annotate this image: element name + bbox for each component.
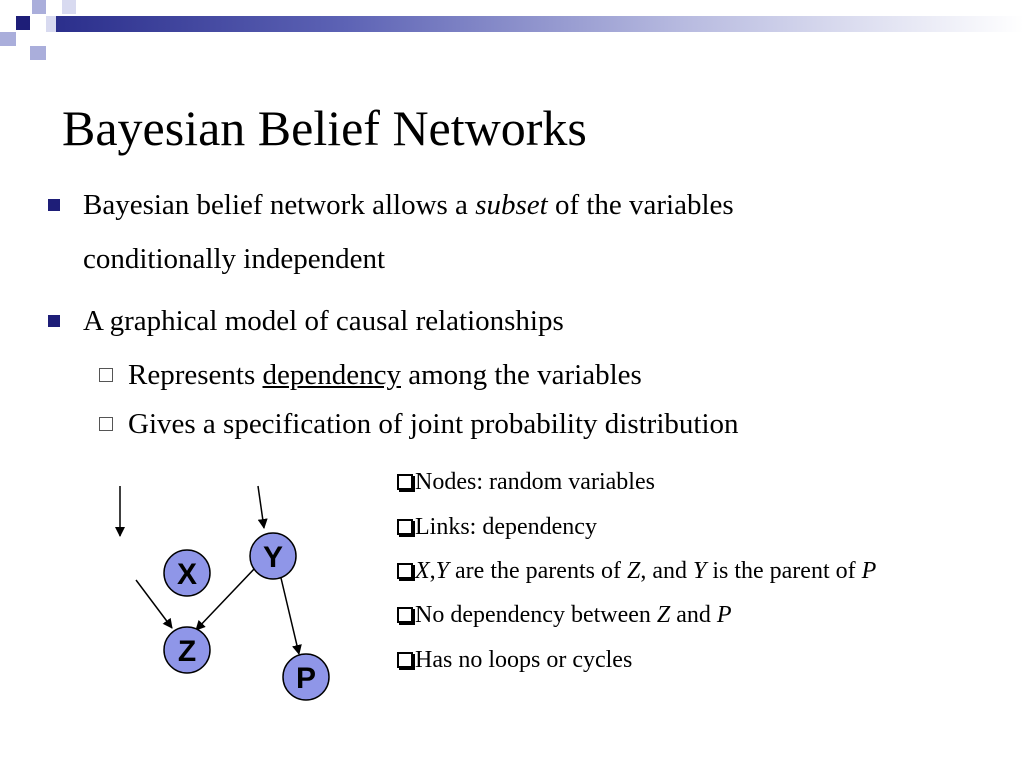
node-x: X <box>163 549 211 597</box>
note-text: and <box>670 602 717 628</box>
note-no-dependency: No dependency between Z and P <box>397 601 732 629</box>
sub-bullet-1-text-end: among the variables <box>401 359 642 391</box>
note-text: is the parent of <box>706 558 862 584</box>
note-no-loops-text: Has no loops or cycles <box>415 647 633 673</box>
node-x-label: X <box>177 558 197 591</box>
var-z: Z <box>656 602 671 628</box>
note-no-loops: Has no loops or cycles <box>397 646 632 674</box>
var-x: X <box>415 558 430 584</box>
sub-bullet-1-underlined: dependency <box>262 359 402 391</box>
var-z: Z <box>626 558 641 584</box>
checkbox-icon <box>397 652 413 668</box>
bayesian-network-diagram: X Y Z P <box>115 485 330 701</box>
sub-bullet-1-text: Represents <box>128 359 263 391</box>
header-square <box>32 0 46 14</box>
note-nodes-text: Nodes: random variables <box>415 469 655 495</box>
bullet-1-text: Bayesian belief network allows a <box>83 189 476 221</box>
sub-bullet-box-icon <box>99 368 113 382</box>
checkbox-icon <box>397 474 413 490</box>
edge-y-to-p <box>280 577 302 655</box>
node-p-label: P <box>296 662 316 695</box>
bullet-square-icon <box>46 195 64 213</box>
var-y: Y <box>435 558 450 584</box>
header-square <box>62 0 76 14</box>
node-y: Y <box>249 532 297 580</box>
bullet-2-text: A graphical model of causal relationship… <box>83 305 564 337</box>
edge-incoming-y <box>257 485 268 529</box>
slide-title: Bayesian Belief Networks <box>62 100 587 156</box>
var-p: P <box>861 558 877 584</box>
checkbox-icon <box>397 563 413 579</box>
checkbox-icon <box>397 519 413 535</box>
sub-bullet-2: Gives a specification of joint probabili… <box>128 408 739 440</box>
node-p: P <box>282 653 330 701</box>
node-z-label: Z <box>178 635 196 668</box>
header-square <box>30 46 46 60</box>
header-square <box>0 32 16 46</box>
edge-x-to-z <box>135 579 173 629</box>
var-y: Y <box>692 558 707 584</box>
edge-y-to-z <box>195 567 256 631</box>
bullet-1-emphasis: subset <box>475 189 548 221</box>
node-z-circle <box>163 626 211 674</box>
sub-bullet-box-icon <box>99 417 113 431</box>
header-band <box>56 16 1024 32</box>
header-square <box>46 16 58 32</box>
node-y-circle <box>249 532 297 580</box>
checkbox-icon <box>397 607 413 623</box>
note-links: Links: dependency <box>397 513 597 541</box>
header-square <box>0 0 16 16</box>
note-text: , and <box>640 558 693 584</box>
note-parents: X,Y are the parents of Z, and Y is the p… <box>397 557 876 585</box>
node-y-label: Y <box>263 541 283 574</box>
node-z: Z <box>163 626 211 674</box>
var-p: P <box>716 602 732 628</box>
bullet-square-icon <box>46 311 64 329</box>
header-square <box>16 16 30 30</box>
note-text: are the parents of <box>449 558 627 584</box>
note-comma: , <box>429 558 436 584</box>
bullet-1-text-end: of the variables <box>547 189 734 221</box>
note-text: No dependency between <box>415 602 657 628</box>
note-nodes: Nodes: random variables <box>397 468 655 496</box>
bullet-1-line-2: conditionally independent <box>83 243 386 275</box>
node-x-circle <box>163 549 211 597</box>
bullet-1-line-1: Bayesian belief network allows a subset … <box>83 188 734 222</box>
node-p-circle <box>282 653 330 701</box>
note-links-text: Links: dependency <box>415 514 597 540</box>
sub-bullet-1: Represents dependency among the variable… <box>128 358 642 392</box>
